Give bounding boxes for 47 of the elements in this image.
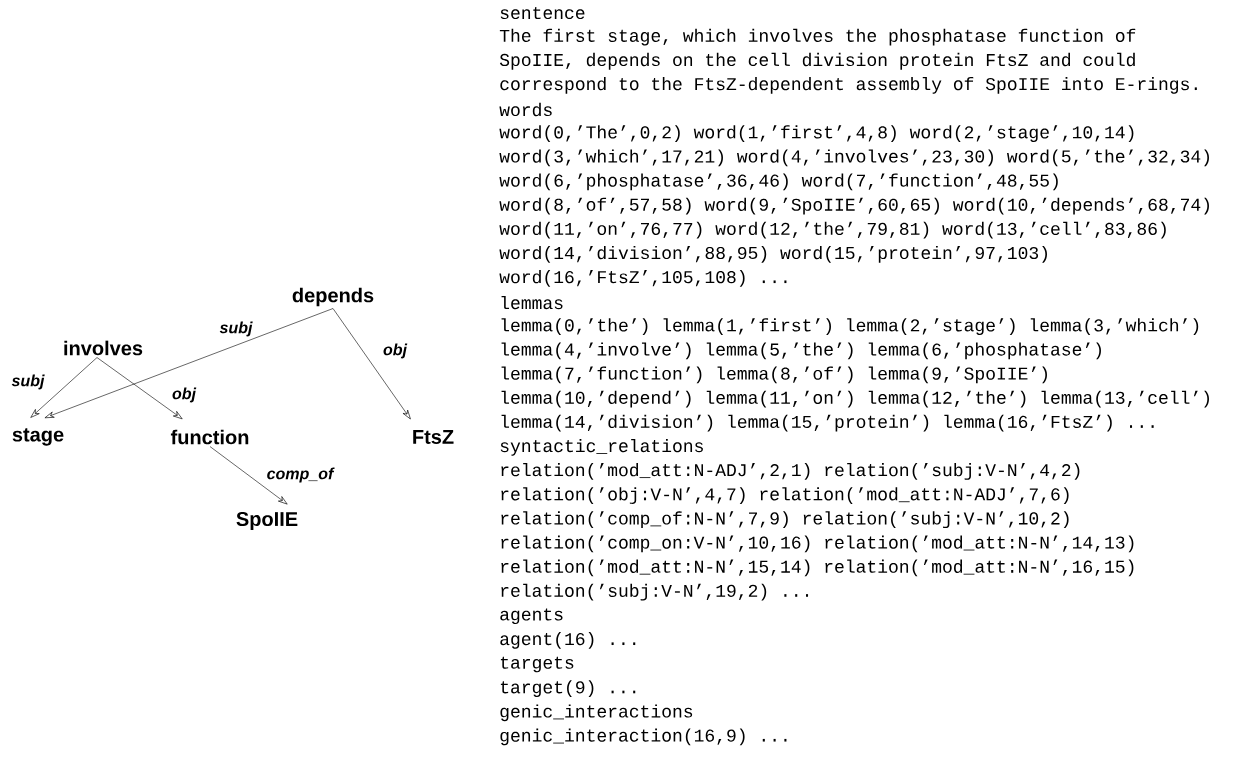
code-line: word(14,’division’,88,95) word(15,’protein’,97,103) [499,245,1047,263]
code-line: relation(’comp_on:V-N’,10,16) relation(’mod_att:N-N’,14,13) [501,535,1134,553]
edge-label: obj [382,342,408,360]
arrow [332,308,411,420]
code-line: lemma(4,’involve’) lemma(5,’the’) lemma(6,’phosphatase’) [501,342,1101,360]
word-label: SpoIIE [236,511,298,531]
code-line: word(3,’which’,17,21) word(4,’involves’,23,30) word(5,’the’,32,34) [499,149,1209,167]
word-label: stage [12,428,64,446]
code-line: lemma(10,’depend’) lemma(11,’on’) lemma(12,’the’) lemma(13,’cell’) [501,390,1209,408]
arrow [96,357,183,420]
word-label: involves [64,340,143,356]
code-line: relation(’comp_of:N-N’,7,9) relation(’subj:V-N’,10,2) [501,511,1069,529]
code-line: The first stage, which involves the phosphatase function of [499,28,1136,46]
code-line: lemmas [501,295,563,310]
code-line: SpoIIE, depends on the cell division protein FtsZ and could [499,52,1135,70]
code-line: relation(’mod_att:N-ADJ’,2,1) relation(’subj:V-N’,4,2) [501,463,1080,480]
code-line: syntactic_relations [500,438,703,456]
edge-label: obj [171,386,197,404]
code-line: targets [500,656,574,673]
code-line: sentence [500,6,585,20]
code-line: relation(’mod_att:N-N’,15,14) relation(’mod_att:N-N’,16,15) [501,559,1134,577]
edge-label: comp_of [265,466,335,484]
code-line: correspond to the FtsZ-dependent assembly of SpoIIE into E-rings. [500,77,1197,94]
code-line: agent(16) ... [500,632,636,649]
code-line: genic_interactions [500,704,693,722]
arrow [30,357,98,418]
arrow [209,446,288,505]
word-label: depends [292,287,374,307]
code-line: relation(’obj:V-N’,4,7) relation(’mod_att:N-ADJ’,7,6) [501,487,1069,504]
code-line: genic_interaction(16,9) ... [500,728,787,746]
code-line: lemma(0,’the’) lemma(1,’first’) lemma(2,’stage’) lemma(3,’which’) [501,318,1199,336]
code-line: word(0,’The’,0,2) word(1,’first’,4,8) word(2,’stage’,10,14) [499,125,1134,143]
word-label: FtsZ [413,430,454,444]
code-line: words [499,102,552,117]
edge-label: subj [10,373,46,391]
edge-label: subj [218,320,254,338]
code-line: agents [500,608,563,625]
word-label: function [170,429,249,445]
code-line: word(11,’on’,76,77) word(12,’the’,79,81) word(13,’cell’,83,86) [499,221,1166,239]
code-line: target(9) ... [500,680,636,698]
code-line: word(6,’phosphatase’,36,46) word(7,’function’,48,55) [499,173,1058,191]
code-line: lemma(14,’division’) lemma(15,’protein’) lemma(16,’FtsZ’) ... [501,414,1154,432]
code-line: lemma(7,’function’) lemma(8,’of’) lemma(9,’SpoIIE’) [501,366,1047,384]
code-line: relation(’subj:V-N’,19,2) ... [501,583,809,601]
arrow [44,308,334,419]
code-line: word(8,’of’,57,58) word(9,’SpoIIE’,60,65) word(10,’depends’,68,74) [499,197,1209,215]
code-line: word(16,’FtsZ’,105,108) ... [499,270,787,287]
